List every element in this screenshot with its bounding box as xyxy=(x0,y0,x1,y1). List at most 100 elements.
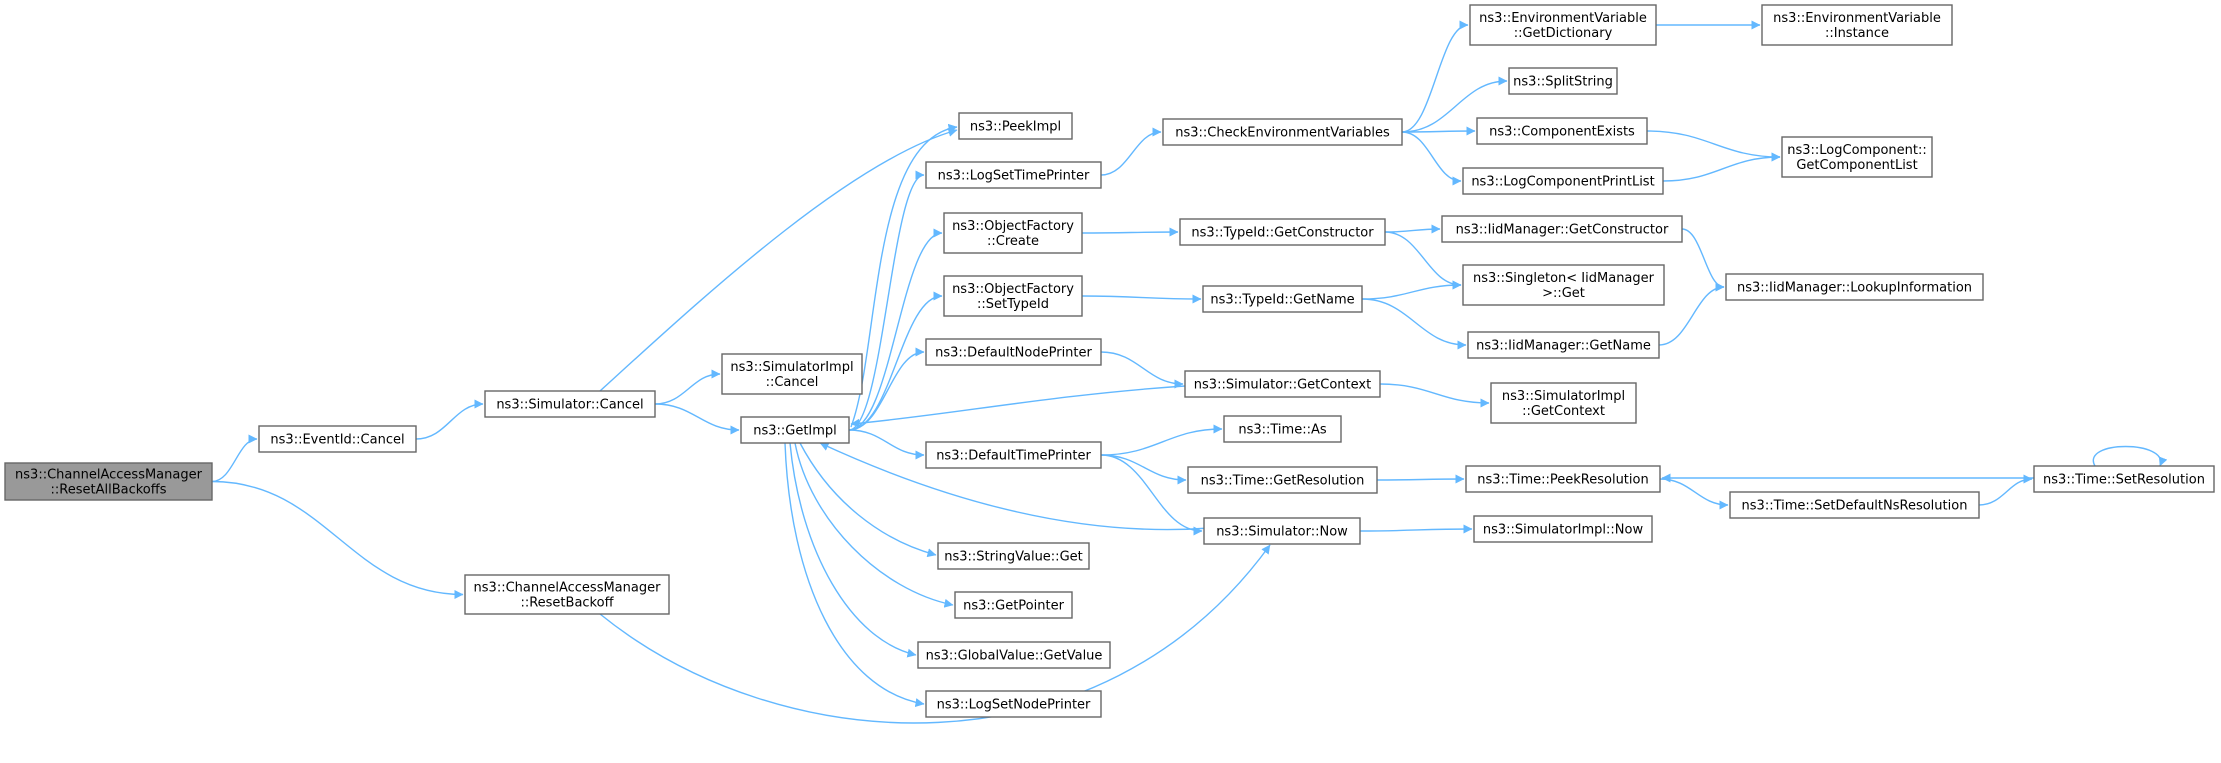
node-label: GetComponentList xyxy=(1796,158,1917,173)
edge-defaulttimeprinter-to-sim_now xyxy=(1100,454,1203,536)
edge-getimpl-to-getpointer xyxy=(794,442,954,608)
node-box xyxy=(1462,167,1664,195)
node-simimpl-now[interactable]: ns3::SimulatorImpl::Now xyxy=(1473,515,1653,543)
node-box xyxy=(925,161,1102,189)
node-time-as[interactable]: ns3::Time::As xyxy=(1223,415,1342,443)
node-typeid-getname[interactable]: ns3::TypeId::GetName xyxy=(1202,285,1363,313)
node-box xyxy=(954,591,1073,619)
edges-layer xyxy=(211,20,2168,724)
node-label: ns3::LogComponentPrintList xyxy=(1471,175,1654,190)
node-box xyxy=(925,690,1102,718)
edge-eventid_cancel-to-sim_cancel xyxy=(415,399,484,440)
node-defaultnodeprinter[interactable]: ns3::DefaultNodePrinter xyxy=(925,338,1102,366)
node-box xyxy=(1179,218,1386,246)
node-label: ns3::CheckEnvironmentVariables xyxy=(1175,126,1390,141)
node-checkenv[interactable]: ns3::CheckEnvironmentVariables xyxy=(1162,118,1403,146)
node-box xyxy=(1473,515,1653,543)
edge-arrow xyxy=(1662,152,1781,182)
edge-componentexists-to-logcomponent_getlist xyxy=(1646,130,1781,162)
edge-arrow xyxy=(1361,280,1462,300)
node-box xyxy=(917,641,1111,669)
edge-arrow xyxy=(1100,454,1187,485)
node-sim-cancel[interactable]: ns3::Simulator::Cancel xyxy=(484,390,656,418)
node-box xyxy=(1162,118,1403,146)
node-iid-getname[interactable]: ns3::IidManager::GetName xyxy=(1467,331,1660,359)
edge-arrow xyxy=(1379,383,1490,408)
edge-arrow xyxy=(1401,76,1508,133)
node-box xyxy=(1490,382,1637,424)
edge-sim_now-to-getimpl xyxy=(819,442,1211,531)
edge-arrow xyxy=(789,442,917,658)
node-time-setresolution[interactable]: ns3::Time::SetResolution xyxy=(2033,465,2215,493)
node-time-getresolution[interactable]: ns3::Time::GetResolution xyxy=(1187,466,1378,494)
edge-arrow xyxy=(1376,474,1465,484)
node-label: ::Cancel xyxy=(766,375,819,390)
edge-sim_now-to-simimpl_now xyxy=(1359,524,1473,534)
node-of-create[interactable]: ns3::ObjectFactory::Create xyxy=(943,212,1083,254)
node-peekimpl[interactable]: ns3::PeekImpl xyxy=(958,112,1073,140)
node-box xyxy=(2033,465,2215,493)
edge-getimpl-to-logsettimeprinter xyxy=(848,170,925,431)
node-label: ns3::LogSetNodePrinter xyxy=(937,698,1091,713)
node-label: ns3::IidManager::GetName xyxy=(1476,339,1651,354)
edge-arrow xyxy=(1681,228,1725,292)
node-time-setdefaultnsresolution[interactable]: ns3::Time::SetDefaultNsResolution xyxy=(1729,491,1980,519)
node-globalvalue-getvalue[interactable]: ns3::GlobalValue::GetValue xyxy=(917,641,1111,669)
edge-arrow xyxy=(211,480,464,599)
edge-time_peekresolution-to-time_setdefaultnsresolution xyxy=(1659,478,1729,510)
node-sim-now[interactable]: ns3::Simulator::Now xyxy=(1203,517,1361,545)
edge-arrow xyxy=(794,442,954,608)
node-env-getdictionary[interactable]: ns3::EnvironmentVariable::GetDictionary xyxy=(1469,4,1657,46)
node-splitstring[interactable]: ns3::SplitString xyxy=(1508,67,1618,95)
node-label: ::ResetBackoff xyxy=(520,596,614,611)
node-label: ns3::GetImpl xyxy=(753,424,837,439)
node-of-settypeid[interactable]: ns3::ObjectFactory::SetTypeId xyxy=(943,275,1083,317)
node-defaulttimeprinter[interactable]: ns3::DefaultTimePrinter xyxy=(925,441,1102,469)
edge-arrow xyxy=(848,170,925,431)
node-logcomponent-getlist[interactable]: ns3::LogComponent::GetComponentList xyxy=(1781,136,1933,178)
node-box xyxy=(925,338,1102,366)
edge-arrow xyxy=(1100,424,1223,456)
node-iid-lookupinformation[interactable]: ns3::IidManager::LookupInformation xyxy=(1725,273,1984,301)
edge-defaulttimeprinter-to-time_as xyxy=(1100,424,1223,456)
node-box xyxy=(943,275,1083,317)
edge-arrow xyxy=(819,442,1211,531)
node-eventid-cancel[interactable]: ns3::EventId::Cancel xyxy=(258,425,417,453)
node-getimpl[interactable]: ns3::GetImpl xyxy=(740,416,850,444)
node-logcomponentprintlist[interactable]: ns3::LogComponentPrintList xyxy=(1462,167,1664,195)
edge-arrow xyxy=(415,399,484,440)
node-box xyxy=(1781,136,1933,178)
node-box xyxy=(1476,117,1648,145)
node-reset-backoff[interactable]: ns3::ChannelAccessManager::ResetBackoff xyxy=(464,574,670,615)
node-box xyxy=(1761,4,1953,46)
node-time-peekresolution[interactable]: ns3::Time::PeekResolution xyxy=(1465,465,1661,493)
node-label: ns3::DefaultTimePrinter xyxy=(936,449,1091,464)
node-logsetnodeprinter[interactable]: ns3::LogSetNodePrinter xyxy=(925,690,1102,718)
edge-checkenv-to-env_getdictionary xyxy=(1401,20,1469,133)
edge-typeid_getname-to-iid_getname xyxy=(1361,298,1467,350)
node-getpointer[interactable]: ns3::GetPointer xyxy=(954,591,1073,619)
node-label: ns3::Simulator::GetContext xyxy=(1194,378,1371,393)
edge-sim_getcontext-to-getimpl xyxy=(850,385,1186,428)
node-box xyxy=(925,441,1102,469)
node-simimpl-cancel[interactable]: ns3::SimulatorImpl::Cancel xyxy=(721,353,863,395)
node-env-instance[interactable]: ns3::EnvironmentVariable::Instance xyxy=(1761,4,1953,46)
node-componentexists[interactable]: ns3::ComponentExists xyxy=(1476,117,1648,145)
node-typeid-getconstructor[interactable]: ns3::TypeId::GetConstructor xyxy=(1179,218,1386,246)
node-iid-getconstructor[interactable]: ns3::IidManager::GetConstructor xyxy=(1441,215,1683,243)
node-simimpl-getcontext[interactable]: ns3::SimulatorImpl::GetContext xyxy=(1490,382,1637,424)
node-singleton-get[interactable]: ns3::Singleton< IidManager >::Get xyxy=(1462,264,1665,306)
edge-iid_getname-to-iid_lookupinformation xyxy=(1658,282,1725,346)
edge-arrow xyxy=(784,442,925,708)
node-label: ns3::IidManager::LookupInformation xyxy=(1737,281,1972,296)
node-label: ::GetContext xyxy=(1522,404,1605,419)
edge-of_settypeid-to-typeid_getname xyxy=(1081,294,1202,304)
node-sim-getcontext[interactable]: ns3::Simulator::GetContext xyxy=(1184,370,1381,398)
edge-getimpl-to-stringvalue_get xyxy=(799,442,937,558)
edge-arrow xyxy=(1359,524,1473,534)
edge-sim_cancel-to-getimpl xyxy=(654,403,740,435)
node-stringvalue-get[interactable]: ns3::StringValue::Get xyxy=(937,542,1090,570)
node-label: ns3::StringValue::Get xyxy=(944,550,1082,565)
node-logsettimeprinter[interactable]: ns3::LogSetTimePrinter xyxy=(925,161,1102,189)
node-root[interactable]: ns3::ChannelAccessManager::ResetAllBacko… xyxy=(4,462,213,501)
